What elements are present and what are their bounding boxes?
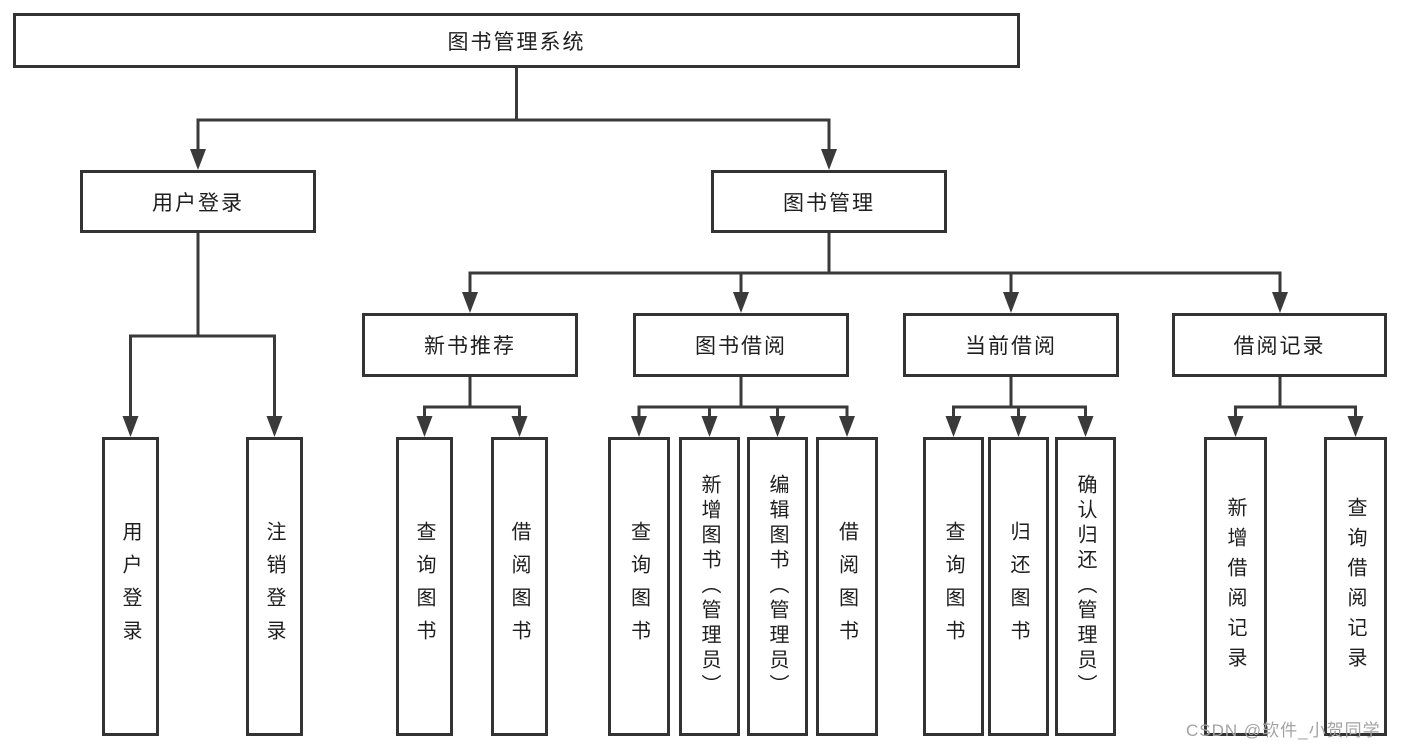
leaf-confirm-return-admin: 确认归还（管理员） [1055, 437, 1116, 736]
node-borrowing-records: 借阅记录 [1172, 313, 1387, 377]
node-book-management: 图书管理 [711, 170, 947, 233]
leaf-add-borrow-record: 新增借阅记录 [1204, 437, 1267, 736]
leaf-logout: 注销登录 [246, 437, 303, 736]
node-new-book-recommendation: 新书推荐 [362, 313, 578, 377]
leaf-user-login: 用户登录 [102, 437, 159, 736]
leaf-borrow-books: 借阅图书 [816, 437, 878, 736]
arrowheads [122, 149, 1364, 437]
node-library-management-system: 图书管理系统 [13, 13, 1020, 68]
leaf-query-borrow-record: 查询借阅记录 [1324, 437, 1387, 736]
node-book-borrowing: 图书借阅 [633, 313, 849, 377]
node-user-login: 用户登录 [80, 170, 316, 233]
csdn-watermark: CSDN @软件_小贺同学 [1186, 721, 1381, 740]
leaf-query-books-borrowing: 查询图书 [608, 437, 670, 736]
leaf-query-books-current: 查询图书 [923, 437, 984, 736]
leaf-add-book-admin: 新增图书（管理员） [679, 437, 740, 736]
leaf-edit-book-admin: 编辑图书（管理员） [747, 437, 808, 736]
leaf-query-books-recommend: 查询图书 [396, 437, 453, 736]
leaf-borrow-books-recommend: 借阅图书 [491, 437, 548, 736]
leaf-return-book: 归还图书 [988, 437, 1049, 736]
node-current-borrowing: 当前借阅 [903, 313, 1119, 377]
